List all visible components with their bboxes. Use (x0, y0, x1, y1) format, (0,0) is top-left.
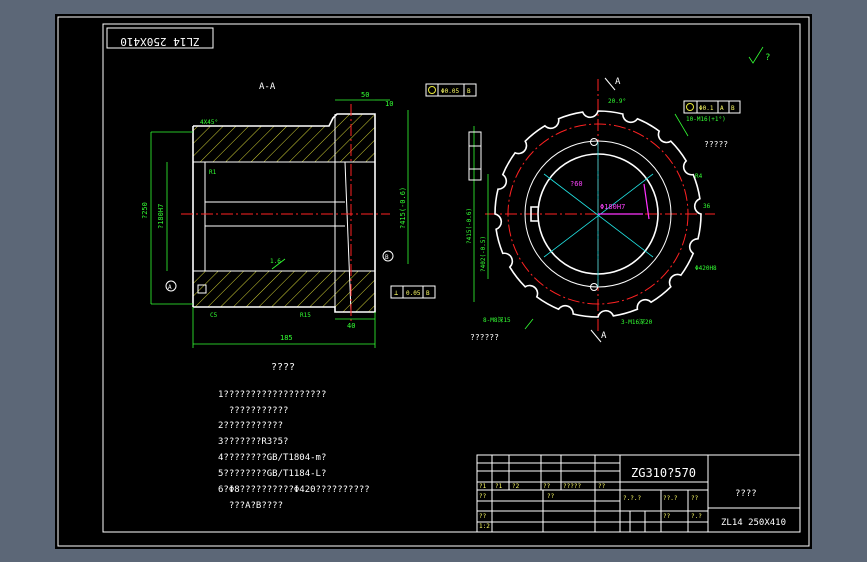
svg-text:?.?: ?.? (691, 513, 702, 520)
note-line-8: ???A?B???? (218, 501, 283, 511)
svg-text:B: B (467, 88, 471, 95)
svg-text:B: B (426, 290, 430, 297)
drawing-number-text: ZL14 250X410 (721, 518, 786, 528)
svg-text:10: 10 (385, 100, 393, 108)
svg-text:??: ?? (479, 493, 487, 500)
svg-text:Φ420H8: Φ420H8 (695, 265, 717, 272)
note-line-3: 2??????????? (218, 421, 283, 431)
svg-text:R1: R1 (209, 169, 217, 176)
rotated-title: ZL14 250X410 (120, 35, 199, 48)
rotated-title-box (106, 27, 214, 49)
svg-text:B: B (385, 254, 389, 261)
cad-drawing: ZL14 250X410 ? A-A (57, 16, 810, 547)
svg-text:50: 50 (361, 91, 369, 99)
cut-label-bottom: A (601, 331, 607, 341)
svg-text:1:2: 1:2 (479, 523, 490, 530)
svg-text:?.?.?: ?.?.? (623, 495, 641, 502)
svg-text:?2: ?2 (512, 483, 520, 490)
note-line-7: 6?Φ8??????????Φ420?????????? (218, 485, 370, 495)
svg-text:R4: R4 (695, 173, 703, 180)
svg-text:36: 36 (703, 203, 711, 210)
technical-notes: ???? 1??????????????????? ??????????? 2?… (218, 362, 370, 511)
hatch-lower-flange (335, 271, 375, 312)
note-line-5: 4????????GB/T1804-m? (218, 453, 326, 463)
svg-text:?180H7: ?180H7 (157, 204, 165, 229)
hatch-upper-flange (335, 114, 375, 162)
svg-text:20.9°: 20.9° (608, 98, 626, 105)
svg-text:?415(-0.6): ?415(-0.6) (399, 187, 407, 229)
svg-text:?1: ?1 (479, 483, 487, 490)
datum-b-marker (382, 250, 394, 262)
svg-text:A: A (720, 105, 724, 112)
svg-text:?1: ?1 (495, 483, 503, 490)
cad-viewport[interactable]: ZL14 250X410 ? A-A (55, 14, 812, 549)
tolerance-frame-position: Φ0.1 A B (683, 100, 741, 114)
part-name-text: ???? (735, 489, 757, 499)
svg-text:3-M16深20: 3-M16深20 (621, 318, 653, 326)
hole-bottom (590, 283, 598, 291)
svg-text:Φ0.1: Φ0.1 (699, 105, 714, 112)
svg-text:4X45°: 4X45° (200, 119, 218, 126)
svg-text:??: ?? (663, 513, 671, 520)
notes-heading: ???? (271, 362, 295, 373)
svg-text:8-M8深15: 8-M8深15 (483, 316, 511, 324)
svg-text:40: 40 (347, 322, 355, 330)
svg-text:0.05: 0.05 (406, 290, 421, 297)
svg-text:B: B (731, 105, 735, 112)
material-text: ZG310?570 (631, 466, 696, 480)
cut-label-top: A (615, 77, 621, 87)
outer-frame (57, 16, 810, 547)
section-view: ?250 ?180H7 185 40 50 10 ?415(-0.6) 4X45… (141, 83, 477, 348)
svg-text:A: A (168, 284, 172, 291)
note-line-2: ??????????? (218, 406, 288, 416)
section-label: A-A (259, 82, 276, 92)
svg-text:?415(-0.6): ?415(-0.6) (466, 208, 473, 244)
title-block: ZG310?570 ???? ZL14 250X410 ?1 ?1 ?2 ?? … (476, 454, 801, 533)
pitch-circle (507, 123, 689, 305)
svg-text:C5: C5 (210, 312, 218, 319)
hatch-upper-wall (193, 126, 335, 162)
gear-tooth-profile (494, 110, 702, 318)
hole-top (590, 138, 598, 146)
svg-text:?????: ????? (563, 483, 581, 490)
global-roughness-symbol: ? (748, 46, 770, 64)
svg-text:?402(-0.5): ?402(-0.5) (480, 236, 487, 272)
svg-text:??: ?? (479, 513, 487, 520)
svg-text:R15: R15 (300, 312, 311, 319)
svg-text:Φ0.05: Φ0.05 (441, 88, 459, 95)
svg-text:?250: ?250 (141, 202, 149, 219)
note-line-1: 1??????????????????? (218, 390, 326, 400)
svg-text:??: ?? (543, 483, 551, 490)
svg-text:??: ?? (598, 483, 606, 490)
svg-text:??: ?? (691, 495, 699, 502)
tolerance-frame-left (468, 131, 482, 181)
svg-text:185: 185 (280, 334, 293, 342)
svg-text:⊥: ⊥ (394, 289, 398, 297)
keyway (530, 206, 538, 222)
svg-text:??.?: ??.? (663, 495, 678, 502)
svg-text:?60: ?60 (570, 180, 583, 188)
tolerance-frame-runout-top: Φ0.05 B (425, 83, 477, 97)
gear-note-right: ????? (704, 140, 728, 149)
inner-frame (102, 23, 801, 533)
datum-a-marker (165, 280, 177, 292)
svg-text:1.6: 1.6 (270, 258, 281, 265)
note-line-4: 3???????R3?5? (218, 437, 288, 447)
gear-note-left: ?????? (470, 333, 499, 342)
hatch-lower-wall (193, 271, 335, 307)
tolerance-frame-perp-bottom: ⊥ 0.05 B (390, 285, 436, 299)
svg-text:10-M16(+1°): 10-M16(+1°) (686, 116, 726, 123)
note-line-6: 5????????GB/T1184-L? (218, 469, 326, 479)
gear-front-view: ?60 Φ180H7 A A ?415(-0.6) ?402(-0.5) 20.… (466, 77, 741, 343)
svg-text:Φ180H7: Φ180H7 (600, 203, 625, 211)
svg-text:?: ? (765, 53, 770, 63)
svg-text:??: ?? (547, 493, 555, 500)
